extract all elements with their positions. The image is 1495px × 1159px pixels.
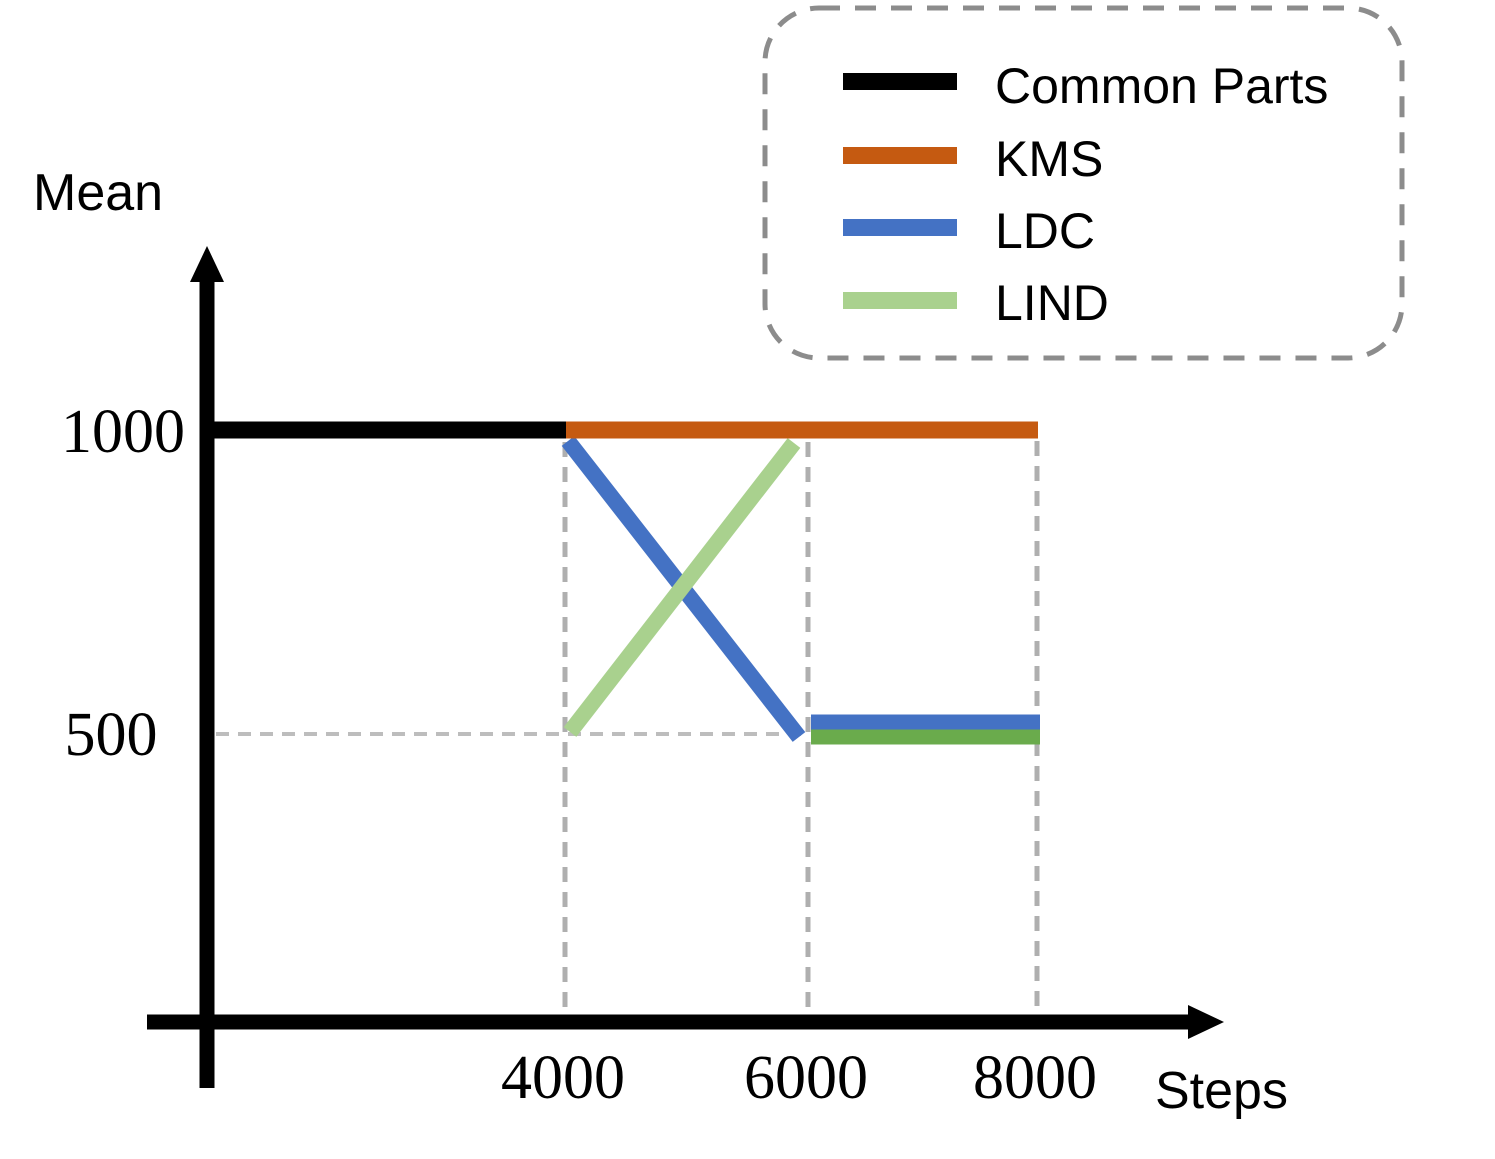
legend-box — [762, 5, 1405, 361]
legend-swatch-common-parts — [843, 73, 957, 90]
legend-label-common-parts: Common Parts — [995, 58, 1328, 114]
x-tick-4000: 4000 — [501, 1044, 625, 1112]
legend-label-lind: LIND — [995, 275, 1109, 331]
x-axis-title: Steps — [1155, 1062, 1288, 1120]
x-tick-8000: 8000 — [973, 1044, 1097, 1112]
series-lines — [200, 421, 1040, 745]
series-lind-diagonal — [563, 438, 801, 737]
legend-swatch-ldc — [843, 219, 957, 236]
y-axis-title: Mean — [33, 164, 163, 222]
y-tick-1000: 1000 — [61, 398, 185, 466]
x-axis — [147, 1005, 1224, 1039]
legend-label-ldc: LDC — [995, 203, 1095, 259]
y-axis — [190, 246, 224, 1088]
y-axis-arrowhead — [190, 246, 224, 282]
legend-swatch-kms — [843, 147, 957, 164]
legend-swatch-lind — [843, 292, 957, 309]
y-tick-500: 500 — [65, 701, 158, 769]
x-axis-arrowhead — [1188, 1005, 1224, 1039]
x-tick-6000: 6000 — [744, 1044, 868, 1112]
legend: Common Parts KMS LDC LIND — [762, 5, 1405, 361]
legend-label-kms: KMS — [995, 131, 1103, 187]
